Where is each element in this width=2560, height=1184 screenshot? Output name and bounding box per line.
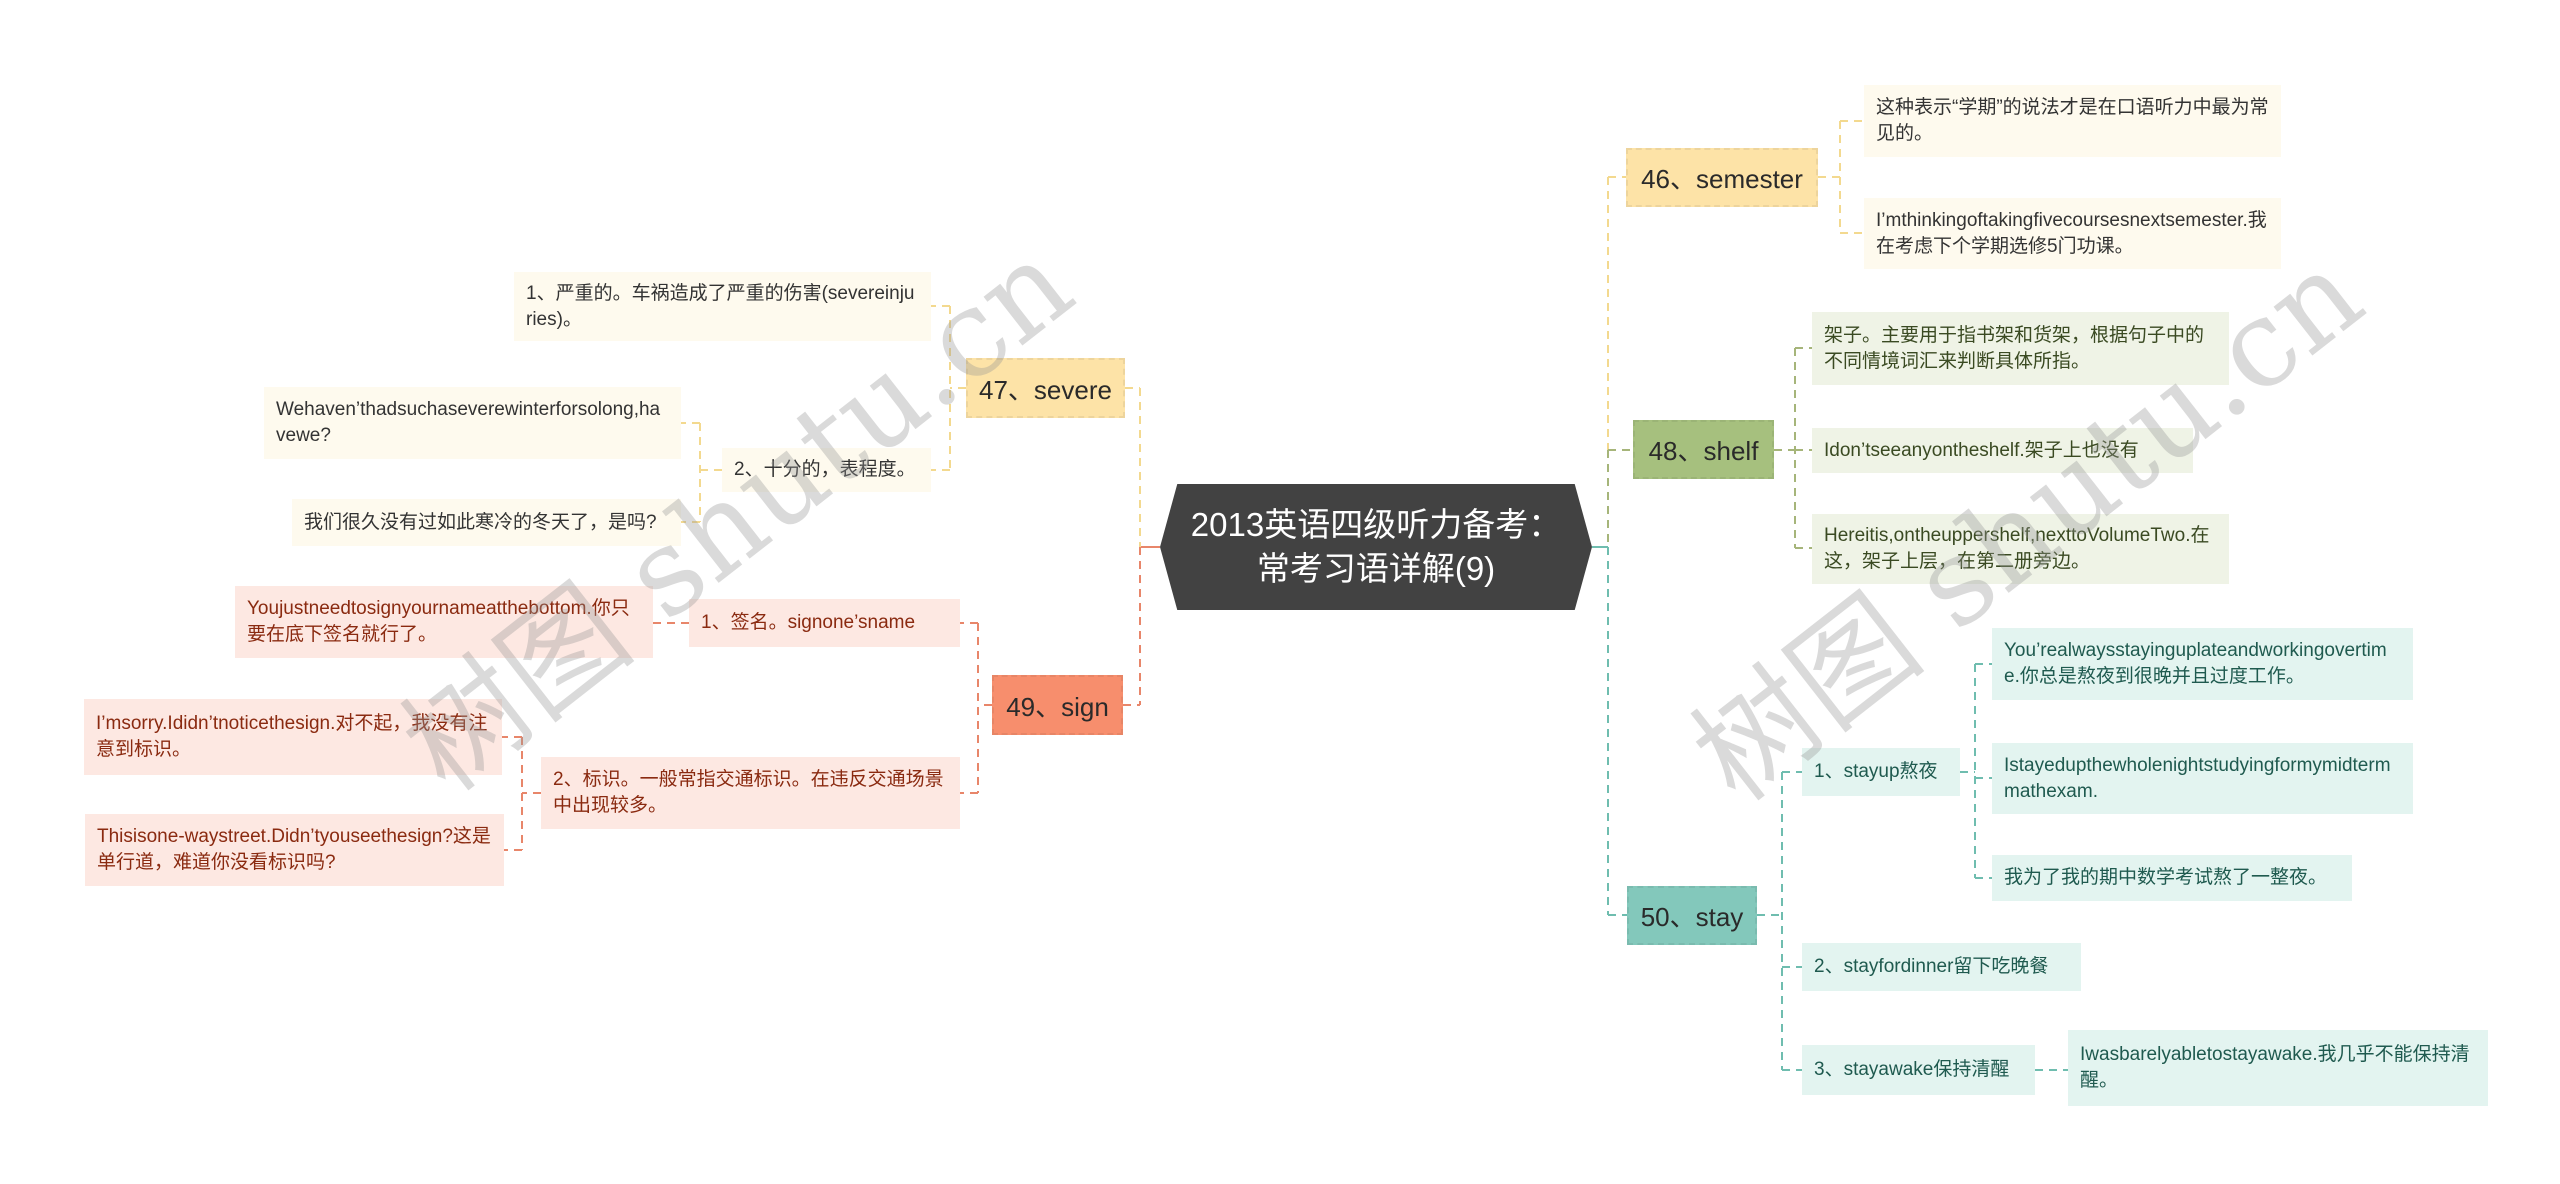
root-title-line1: 2013英语四级听力备考： xyxy=(1190,506,1562,543)
sign-sense-1-text: 1、签名。signone’sname xyxy=(701,612,916,633)
severe-example-1[interactable]: Wehaven’thadsuchaseverewinterforsolong,h… xyxy=(264,387,681,459)
severe-sense-2-text: 2、十分的，表程度。 xyxy=(734,459,916,480)
stayup-example-1-text: You’realwaysstayinguplateandworkingovert… xyxy=(2004,640,2387,687)
stayup-example-2[interactable]: Istayedupthewholenightstudyingformymidte… xyxy=(1992,743,2413,814)
severe-example-2[interactable]: 我们很久没有过如此寒冷的冬天了，是吗? xyxy=(292,499,681,546)
shelf-example-1-text: Idon’tseeanyontheshelf.架子上也没有 xyxy=(1824,439,2139,461)
stay-sense-stayfordinner[interactable]: 2、stayfordinner留下吃晚餐 xyxy=(1802,943,2081,991)
branch-severe-label: 47、severe xyxy=(979,374,1112,405)
sign-example-3-text: Thisisone-waystreet.Didn’tyouseethesign?… xyxy=(97,826,491,873)
shelf-note-text: 架子。主要用于指书架和货架，根据句子中的不同情境词汇来判断具体所指。 xyxy=(1824,324,2205,372)
stayup-example-3[interactable]: 我为了我的期中数学考试熬了一整夜。 xyxy=(1992,855,2352,901)
stay-sense-stayfordinner-text: 2、stayfordinner留下吃晚餐 xyxy=(1814,956,2049,977)
root-title-line2: 常考习语详解(9) xyxy=(1256,550,1496,587)
sign-example-1-text: Youjustneedtosignyournameatthebottom.你只要… xyxy=(247,598,630,645)
sign-example-1[interactable]: Youjustneedtosignyournameatthebottom.你只要… xyxy=(235,586,653,658)
shelf-example-2[interactable]: Hereitis,ontheuppershelf,nexttoVolumeTwo… xyxy=(1812,514,2229,584)
sign-sense-1[interactable]: 1、签名。signone’sname xyxy=(689,599,960,647)
sign-sense-2-text: 2、标识。一般常指交通标识。在违反交通场景中出现较多。 xyxy=(553,769,944,816)
stay-sense-stayawake[interactable]: 3、stayawake保持清醒 xyxy=(1802,1045,2035,1095)
stay-sense-stayup[interactable]: 1、stayup熬夜 xyxy=(1802,748,1960,796)
sign-example-2[interactable]: I’msorry.Ididn’tnoticethesign.对不起，我没有注意到… xyxy=(84,699,502,775)
semester-example[interactable]: I’mthinkingoftakingfivecoursesnextsemest… xyxy=(1864,198,2281,269)
stayup-example-2-text: Istayedupthewholenightstudyingformymidte… xyxy=(2004,754,2391,802)
branch-stay-label: 50、stay xyxy=(1640,902,1744,932)
shelf-example-1[interactable]: Idon’tseeanyontheshelf.架子上也没有 xyxy=(1812,428,2193,473)
branch-stay[interactable]: 50、stay xyxy=(1627,886,1757,945)
branch-severe[interactable]: 47、severe xyxy=(966,358,1125,418)
stay-sense-stayup-text: 1、stayup熬夜 xyxy=(1814,761,1938,782)
severe-sense-1[interactable]: 1、严重的。车祸造成了严重的伤害(severeinjuries)。 xyxy=(514,272,931,341)
stay-sense-stayawake-text: 3、stayawake保持清醒 xyxy=(1814,1059,2010,1080)
branch-shelf[interactable]: 48、shelf xyxy=(1633,420,1774,479)
branch-shelf-label: 48、shelf xyxy=(1648,436,1759,466)
sign-example-2-text: I’msorry.Ididn’tnoticethesign.对不起，我没有注意到… xyxy=(96,713,488,760)
severe-sense-1-text: 1、严重的。车祸造成了严重的伤害(severeinjuries)。 xyxy=(526,282,915,330)
sign-example-3[interactable]: Thisisone-waystreet.Didn’tyouseethesign?… xyxy=(85,814,504,886)
semester-note[interactable]: 这种表示“学期”的说法才是在口语听力中最为常见的。 xyxy=(1864,85,2281,157)
severe-example-1-text: Wehaven’thadsuchaseverewinterforsolong,h… xyxy=(276,399,661,446)
stayup-example-1[interactable]: You’realwaysstayinguplateandworkingovert… xyxy=(1992,628,2413,700)
shelf-example-2-text: Hereitis,ontheuppershelf,nexttoVolumeTwo… xyxy=(1824,525,2210,572)
branch-sign[interactable]: 49、sign xyxy=(992,675,1123,735)
stayup-example-3-text: 我为了我的期中数学考试熬了一整夜。 xyxy=(2004,867,2328,888)
semester-note-text: 这种表示“学期”的说法才是在口语听力中最为常见的。 xyxy=(1876,97,2269,144)
branch-semester[interactable]: 46、semester xyxy=(1626,148,1818,207)
shelf-note[interactable]: 架子。主要用于指书架和货架，根据句子中的不同情境词汇来判断具体所指。 xyxy=(1812,312,2229,385)
severe-sense-2[interactable]: 2、十分的，表程度。 xyxy=(722,448,931,492)
branch-sign-label: 49、sign xyxy=(1006,691,1109,722)
stayawake-example[interactable]: Iwasbarelyabletostayawake.我几乎不能保持清醒。 xyxy=(2068,1030,2488,1106)
stayawake-example-text: Iwasbarelyabletostayawake.我几乎不能保持清醒。 xyxy=(2080,1044,2470,1091)
root-topic[interactable]: 2013英语四级听力备考： 常考习语详解(9) xyxy=(1160,484,1592,610)
branch-semester-label: 46、semester xyxy=(1641,164,1803,194)
severe-example-2-text: 我们很久没有过如此寒冷的冬天了，是吗? xyxy=(304,511,657,533)
sign-sense-2[interactable]: 2、标识。一般常指交通标识。在违反交通场景中出现较多。 xyxy=(541,757,960,829)
semester-example-text: I’mthinkingoftakingfivecoursesnextsemest… xyxy=(1876,209,2267,257)
